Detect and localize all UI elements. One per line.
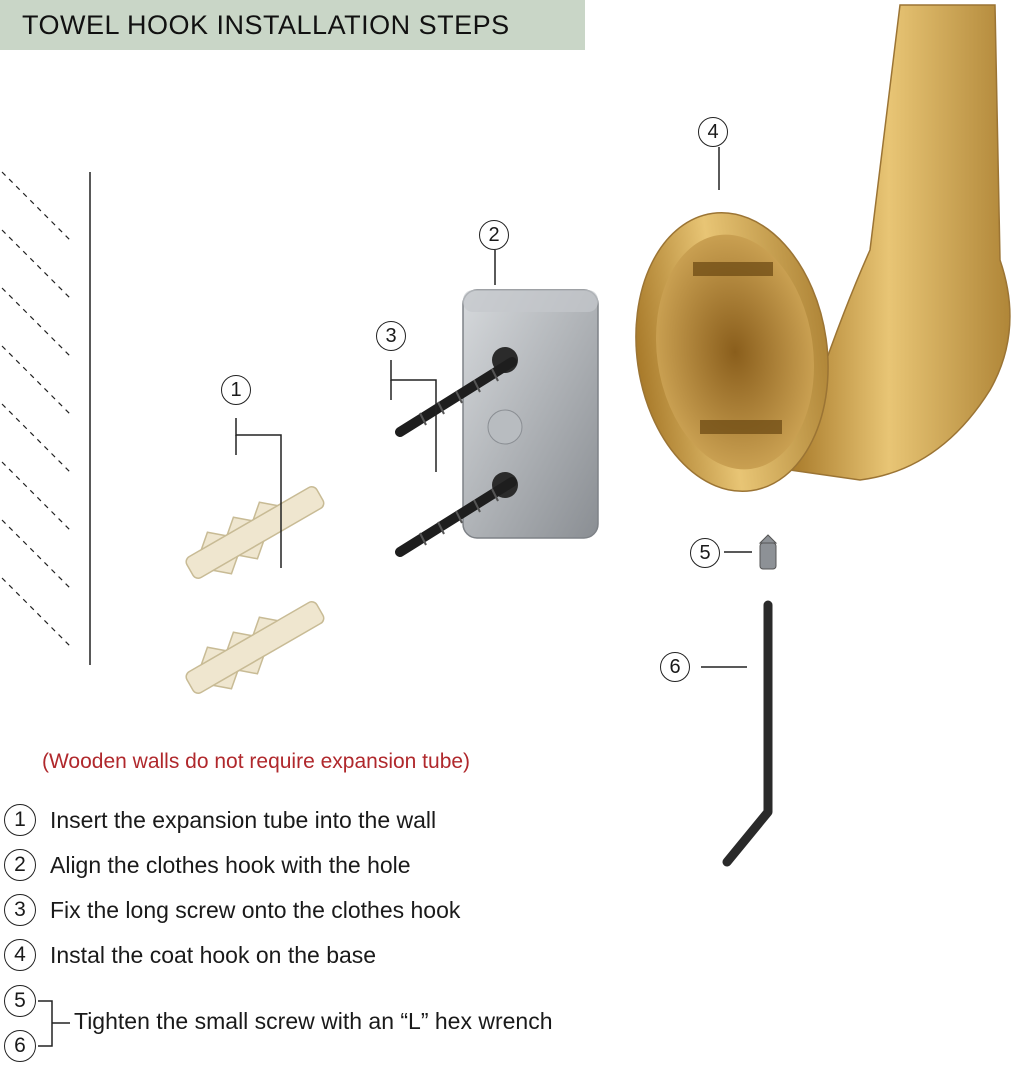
step-text: Align the clothes hook with the hole	[50, 851, 411, 878]
callout-2: 2	[479, 220, 509, 250]
page-title: TOWEL HOOK INSTALLATION STEPS	[22, 9, 510, 40]
title-banner: TOWEL HOOK INSTALLATION STEPS	[0, 0, 585, 50]
leader-lines	[235, 147, 752, 668]
callout-3: 3	[376, 321, 406, 351]
step-number: 4	[4, 939, 36, 971]
step-text: Instal the coat hook on the base	[50, 941, 377, 968]
step-number-6: 6	[4, 1030, 36, 1062]
callout-5: 5	[690, 538, 720, 568]
step-text: Insert the expansion tube into the wall	[50, 806, 437, 833]
step-4: 4 Instal the coat hook on the base	[0, 935, 376, 975]
step-number: 3	[4, 894, 36, 926]
set-screw	[758, 534, 778, 570]
wooden-wall-note: (Wooden walls do not require expansion t…	[42, 750, 471, 773]
step-3: 3 Fix the long screw onto the clothes ho…	[0, 890, 460, 930]
step-2: 2 Align the clothes hook with the hole	[0, 845, 411, 885]
hex-wrench	[722, 600, 773, 867]
step-number: 1	[4, 804, 36, 836]
expansion-tubes	[185, 486, 325, 694]
coat-hook	[635, 4, 1011, 493]
steps-5-6-bracket	[38, 1000, 70, 1047]
callout-1: 1	[221, 375, 251, 405]
step-1: 1 Insert the expansion tube into the wal…	[0, 800, 436, 840]
callout-4: 4	[698, 117, 728, 147]
callout-6: 6	[660, 652, 690, 682]
wall-section	[1, 171, 91, 665]
step-text: Fix the long screw onto the clothes hook	[50, 896, 461, 923]
step-number: 2	[4, 849, 36, 881]
step-number-5: 5	[4, 985, 36, 1017]
step-5-6-text: Tighten the small screw with an “L” hex …	[74, 1008, 553, 1034]
